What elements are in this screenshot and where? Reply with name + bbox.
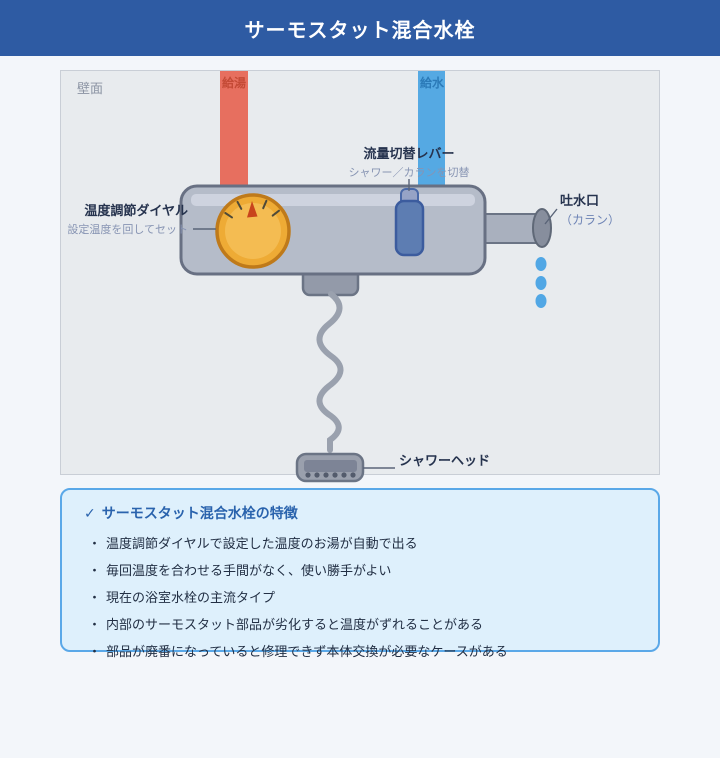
wall-label: 壁面 [77, 81, 104, 96]
shower-callout: シャワーヘッド [399, 452, 490, 470]
page-title: サーモスタット混合水栓 [244, 19, 476, 42]
lever-sublabel: シャワー／カランを切替 [348, 166, 470, 179]
dial-sublabel: 設定温度を回してセット [67, 223, 188, 236]
feature-item: ・毎回温度を合わせる手間がなく、使い勝手がよい [88, 563, 392, 578]
feature-item: ・内部のサーモスタット部品が劣化すると温度がずれることがある [88, 617, 484, 632]
lever-label: 流量切替レバー [363, 146, 455, 161]
spout-sublabel: （カラン） [560, 212, 621, 227]
app-header: サーモスタット混合水栓 [0, 0, 720, 56]
features-title: ✓ サーモスタット混合水栓の特徴 [84, 503, 634, 523]
wall-panel: 壁面 [60, 70, 660, 475]
spout-label: 吐水口 [560, 193, 600, 208]
feature-item: ・現在の浴室水栓の主流タイプ [88, 590, 276, 605]
spout-callout: 吐水口 （カラン） [560, 192, 670, 228]
feature-item: ・温度調節ダイヤルで設定した温度のお湯が自動で出る [88, 536, 418, 551]
check-icon: ✓ [84, 505, 96, 521]
dial-callout: 温度調節ダイヤル 設定温度を回してセット [40, 202, 188, 237]
hot-pipe-label: 給湯 [221, 76, 246, 90]
shower-label: シャワーヘッド [399, 453, 491, 468]
features-title-text: サーモスタット混合水栓の特徴 [101, 505, 298, 521]
dial-label: 温度調節ダイヤル [84, 203, 188, 218]
feature-item: ・部品が廃番になっていると修理できず本体交換が必要なケースがある [88, 644, 508, 659]
features-box: ✓ サーモスタット混合水栓の特徴 ・温度調節ダイヤルで設定した温度のお湯が自動で出… [60, 488, 660, 659]
cold-pipe-label: 給水 [419, 76, 444, 90]
features-list: ・温度調節ダイヤルで設定した温度のお湯が自動で出る ・毎回温度を合わせる手間がな… [84, 530, 634, 665]
lever-callout: 流量切替レバー シャワー／カランを切替 [309, 145, 509, 180]
